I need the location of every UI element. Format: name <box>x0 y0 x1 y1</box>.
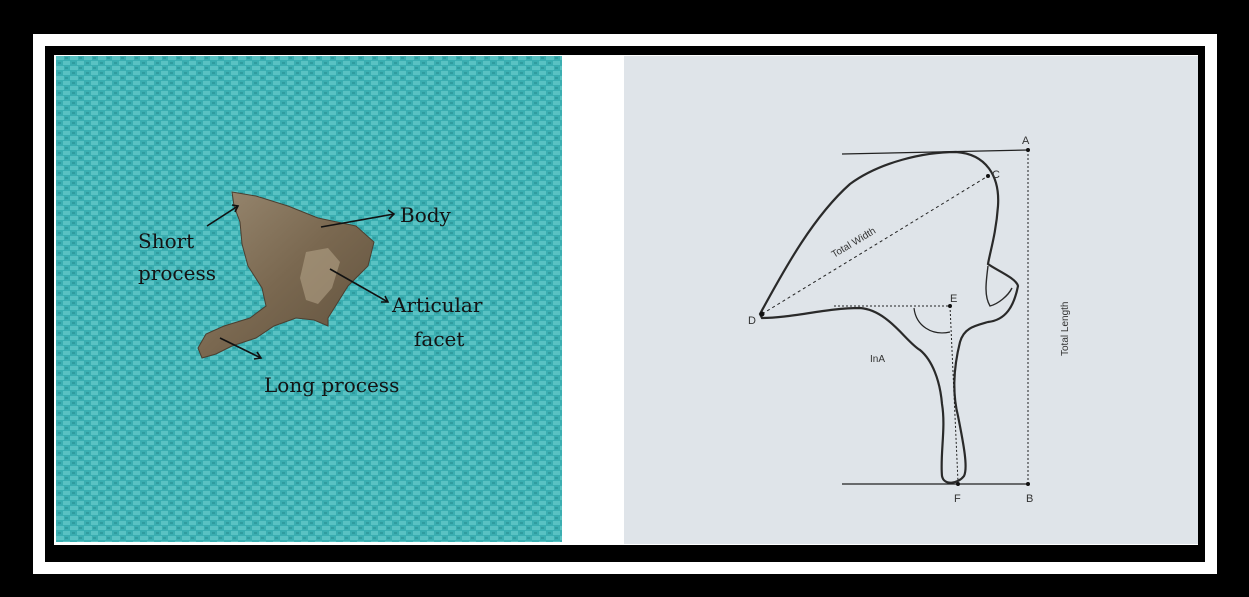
articular-facet-label-line1: Articular <box>391 293 483 317</box>
incus-measurement-drawing: A B C D E F Total Width Total Length InA <box>624 56 1198 544</box>
label-b: B <box>1026 493 1033 505</box>
short-process-label-line1: Short <box>138 229 194 253</box>
angle-label: InA <box>870 354 885 365</box>
short-process-label-line2: process <box>138 261 216 285</box>
point-c <box>986 174 990 178</box>
total-length-label: Total Length <box>1060 302 1071 357</box>
long-process-label: Long process <box>264 373 399 397</box>
label-d: D <box>748 315 756 327</box>
incus-measurement-drawing-panel: A B C D E F Total Width Total Length InA <box>624 56 1198 544</box>
label-e: E <box>950 293 957 305</box>
point-a <box>1026 148 1030 152</box>
label-c: C <box>992 169 1000 181</box>
label-f: F <box>954 493 961 505</box>
label-a: A <box>1022 135 1030 147</box>
incus-photo-panel: Short process Body Articular facet Long … <box>56 56 562 542</box>
paper-background <box>624 56 1198 544</box>
point-f <box>956 482 960 486</box>
point-d <box>760 312 765 317</box>
point-b <box>1026 482 1030 486</box>
incus-photo: Short process Body Articular facet Long … <box>56 56 562 542</box>
articular-facet-label-line2: facet <box>414 327 464 351</box>
body-label: Body <box>400 203 452 227</box>
